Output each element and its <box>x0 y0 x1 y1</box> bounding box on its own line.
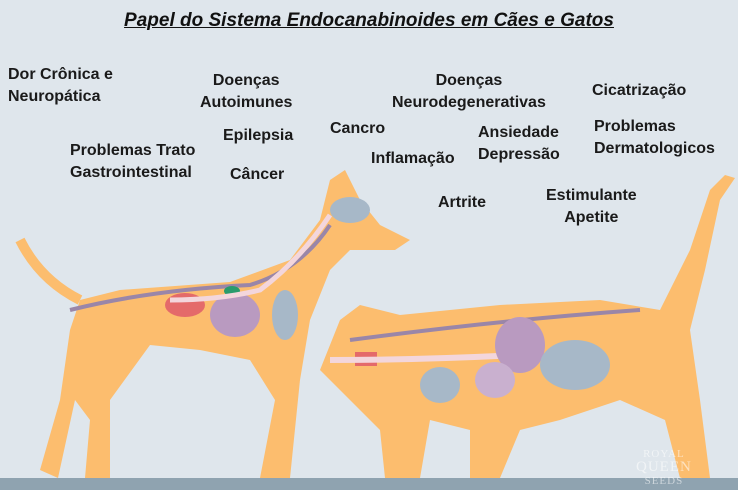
label-line: Doenças <box>212 72 280 89</box>
label-line: Ansiedade <box>478 124 559 141</box>
label-inflamacao: Inflamação <box>371 150 455 167</box>
watermark-line: SEEDS <box>644 475 684 487</box>
label-line: Neurodegenerativas <box>392 94 546 111</box>
label-dor-cronica: Dor Crônica e Neuropática <box>8 64 113 108</box>
label-line: Depressão <box>478 146 560 163</box>
label-cancer: Câncer <box>230 166 285 183</box>
cat-silhouette <box>320 175 735 478</box>
label-cancro: Cancro <box>330 120 386 137</box>
label-cicatrizacao: Cicatrização <box>592 82 687 99</box>
label-artrite: Artrite <box>438 194 487 211</box>
watermark-line: QUEEN <box>636 459 692 475</box>
label-line: Doenças <box>435 72 503 89</box>
label-line: Dor Crônica e <box>8 66 113 83</box>
label-line: Problemas <box>594 118 676 135</box>
label-line: Dermatologicos <box>594 140 715 157</box>
watermark-line: ROYAL <box>643 448 685 460</box>
label-line: Gastrointestinal <box>70 164 192 181</box>
label-line: Autoimunes <box>200 94 293 111</box>
label-line: Neuropática <box>8 88 101 105</box>
dog-silhouette <box>15 170 410 478</box>
label-line: Estimulante <box>546 187 637 204</box>
label-line: Apetite <box>564 209 619 226</box>
label-line: Problemas Trato <box>70 142 196 159</box>
floor <box>0 478 738 490</box>
label-epilepsia: Epilepsia <box>223 127 294 144</box>
page-title: Papel do Sistema Endocanabinoides em Cãe… <box>124 10 614 31</box>
